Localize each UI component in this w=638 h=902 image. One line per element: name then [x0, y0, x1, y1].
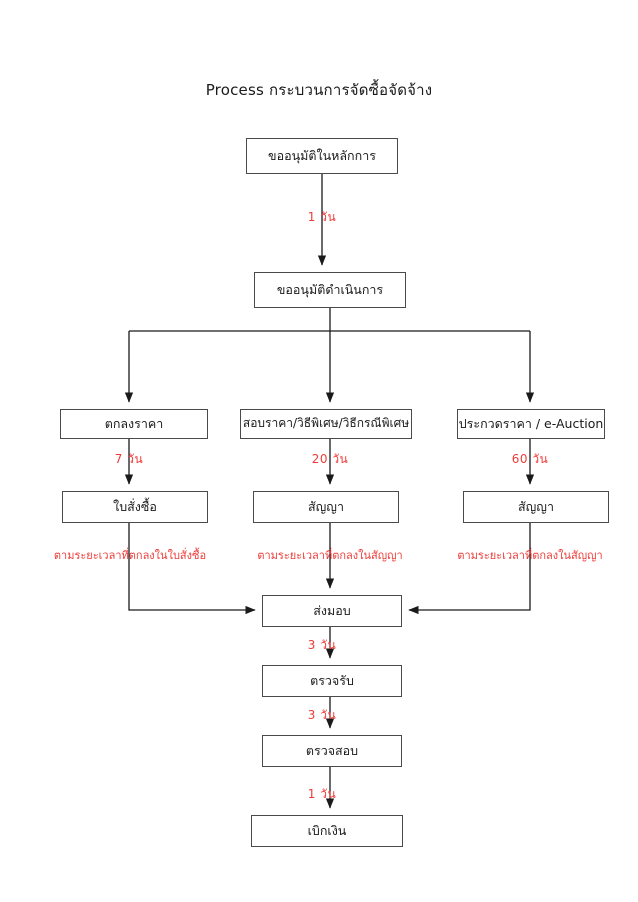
edge-label-inspection-to-audit-duration: 3 วัน — [307, 708, 337, 722]
node-label: เบิกเงิน — [307, 823, 347, 839]
edge-label-audit-to-disbursement-duration: 1 วัน — [307, 787, 337, 801]
edge-label-agree-price-duration: 7 วัน — [114, 452, 144, 466]
node-label: ตรวจสอบ — [305, 743, 359, 759]
node-label: ขออนุมัติดำเนินการ — [276, 282, 384, 298]
edge-label-approve-duration: 1 วัน — [307, 210, 337, 224]
node-label: สอบราคา/วิธีพิเศษ/วิธีกรณีพิเศษ — [242, 416, 410, 431]
edge-label-bidding-duration: 20 วัน — [311, 452, 349, 466]
connector-contract-right-to-delivery — [408, 523, 531, 615]
node-method-eauction[interactable]: ประกวดราคา / e-Auction — [457, 409, 605, 439]
node-doc-contract-right[interactable]: สัญญา — [463, 491, 609, 523]
node-label: ตกลงราคา — [104, 416, 164, 432]
edge-label-purchase-order-term: ตามระยะเวลาที่ตกลงในใบสั่งซื้อ — [53, 549, 207, 562]
node-approve-proceed[interactable]: ขออนุมัติดำเนินการ — [254, 272, 406, 308]
edge-label-contract-right-term: ตามระยะเวลาที่ตกลงในสัญญา — [457, 549, 603, 562]
node-doc-purchase-order[interactable]: ใบสั่งซื้อ — [62, 491, 208, 523]
edge-label-eauction-duration: 60 วัน — [511, 452, 549, 466]
edge-label-delivery-to-inspection-duration: 3 วัน — [307, 638, 337, 652]
node-label: สัญญา — [518, 499, 554, 515]
node-approve-principle[interactable]: ขออนุมัติในหลักการ — [246, 138, 398, 174]
node-inspection[interactable]: ตรวจรับ — [262, 665, 402, 697]
connector-po-to-delivery — [128, 523, 256, 615]
node-delivery[interactable]: ส่งมอบ — [262, 595, 402, 627]
node-disbursement[interactable]: เบิกเงิน — [251, 815, 403, 847]
node-method-bidding-special[interactable]: สอบราคา/วิธีพิเศษ/วิธีกรณีพิเศษ — [240, 409, 412, 439]
node-label: ใบสั่งซื้อ — [113, 499, 157, 515]
node-method-agree-price[interactable]: ตกลงราคา — [60, 409, 208, 439]
node-audit[interactable]: ตรวจสอบ — [262, 735, 402, 767]
node-label: ส่งมอบ — [313, 603, 351, 619]
node-label: ตรวจรับ — [310, 673, 354, 689]
edge-label-contract-mid-term: ตามระยะเวลาที่ตกลงในสัญญา — [257, 549, 403, 562]
node-label: ประกวดราคา / e-Auction — [458, 416, 604, 432]
page-title: Process กระบวนการจัดซื้อจัดจ้าง — [205, 81, 433, 99]
node-label: ขออนุมัติในหลักการ — [268, 148, 376, 164]
node-doc-contract-mid[interactable]: สัญญา — [253, 491, 399, 523]
node-label: สัญญา — [308, 499, 344, 515]
